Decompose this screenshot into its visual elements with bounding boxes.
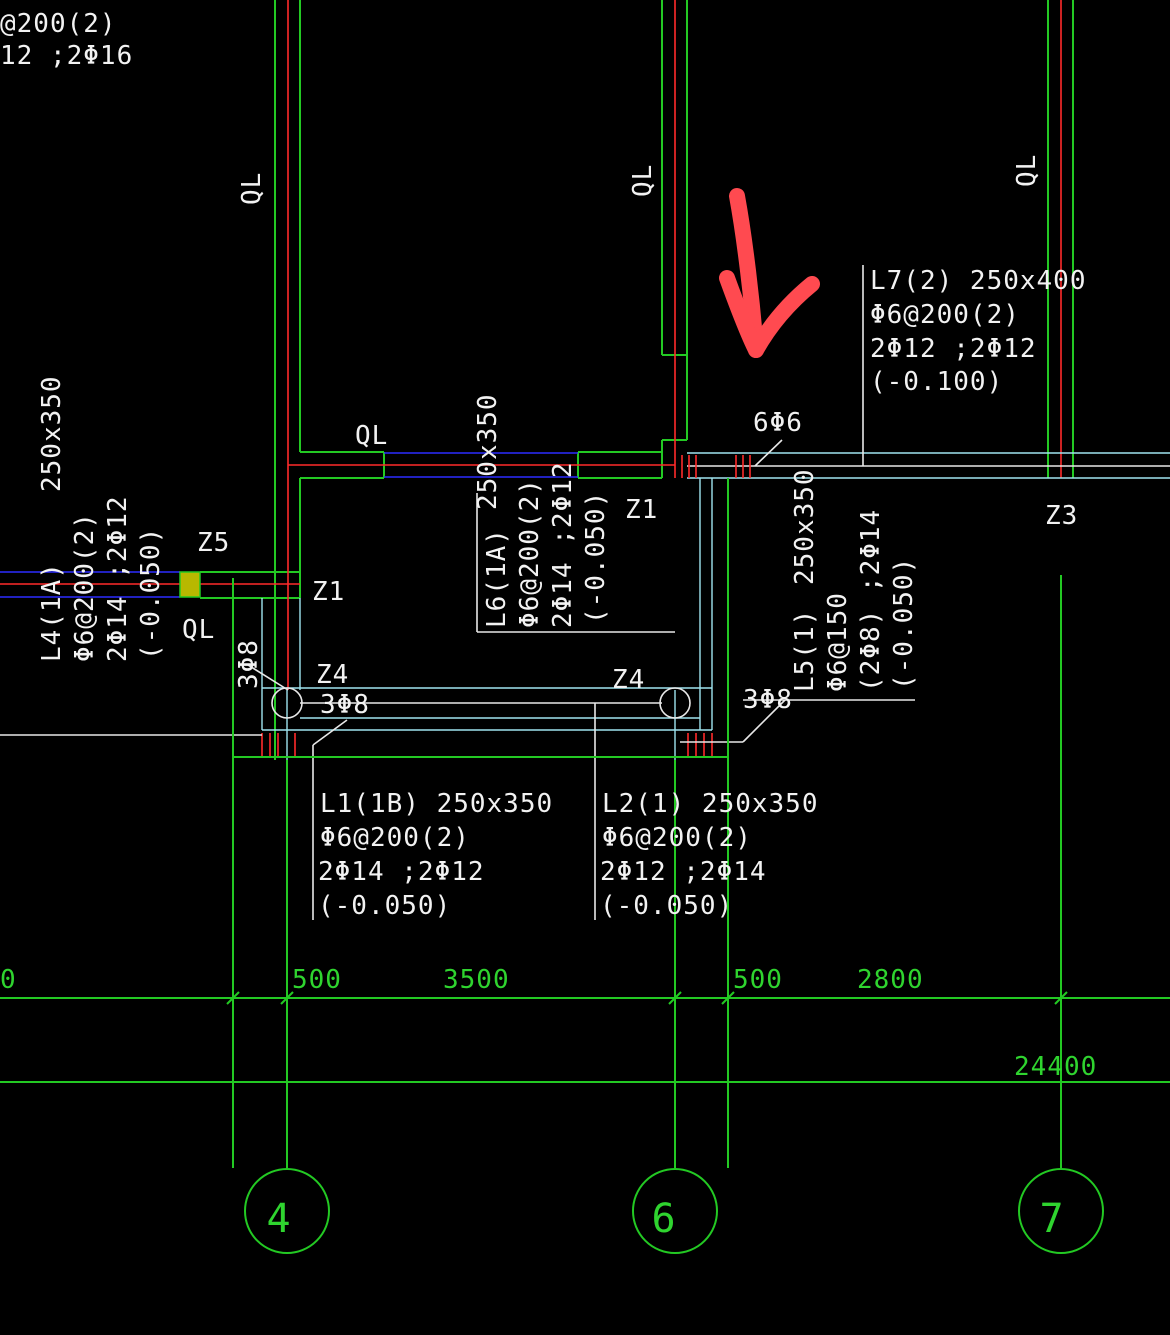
wall-red-lines <box>0 0 1062 690</box>
beam-l5-size: 250x350 <box>790 468 820 585</box>
column-label-z1-left: Z1 <box>312 577 345 607</box>
rebar-ticks <box>261 455 751 757</box>
column-label-z5: Z5 <box>197 528 230 558</box>
wall-label-ql-1: QL <box>237 172 267 205</box>
beam-l1-stirrup: Φ6@200(2) <box>320 823 470 853</box>
beam-l2-stirrup: Φ6@200(2) <box>602 823 752 853</box>
rebar-note-3phi8-right: 3Φ8 <box>743 685 793 715</box>
beam-l4-annotation: 250x350 L4(1A) Φ6@200(2) 2Φ14 ;2Φ12 (-0.… <box>37 375 166 662</box>
beam-blue-lines <box>0 452 578 598</box>
red-arrow-annotation <box>719 188 820 358</box>
beam-l4-size: 250x350 <box>37 375 67 492</box>
beam-l1-annotation: L1(1B) 250x350 Φ6@200(2) 2Φ14 ;2Φ12 (-0.… <box>318 789 553 921</box>
beam-l1-elevation: (-0.050) <box>318 891 451 921</box>
beam-l7-bars: 2Φ12 ;2Φ12 <box>870 334 1037 364</box>
beam-l2-annotation: L2(1) 250x350 Φ6@200(2) 2Φ12 ;2Φ14 (-0.0… <box>600 789 819 921</box>
axis-lines <box>0 478 1170 1168</box>
dim-500-left: 500 <box>292 965 342 995</box>
beam-l4-elevation: (-0.050) <box>136 527 166 660</box>
axis-label-7: 7 <box>1039 1196 1064 1242</box>
leader-lines <box>0 265 915 920</box>
column-label-z1-top: Z1 <box>625 495 658 525</box>
beam-l7-name: L7(2) 250x400 <box>870 266 1087 296</box>
rebar-note-3phi8-left: 3Φ8 <box>234 639 264 689</box>
beam-l6-bars: 2Φ14 ;2Φ12 <box>548 461 578 628</box>
beam-l2-elevation: (-0.050) <box>600 891 733 921</box>
beam-l7-annotation: L7(2) 250x400 Φ6@200(2) 2Φ12 ;2Φ12 (-0.1… <box>870 266 1087 397</box>
beam-l5-elevation: (-0.050) <box>889 557 919 690</box>
top-left-note-line2: 12 ;2Φ16 <box>0 41 133 71</box>
column-z4-left-circle <box>271 687 303 719</box>
beam-l4-bars: 2Φ14 ;2Φ12 <box>103 495 133 662</box>
axis-bubble-4: 4 <box>244 1168 330 1254</box>
beam-l6-size: 250x350 <box>473 393 503 510</box>
beam-l2-name: L2(1) 250x350 <box>602 789 819 819</box>
axis-label-6: 6 <box>651 1196 676 1242</box>
rebar-note-3phi8-mid: 3Φ8 <box>320 690 370 720</box>
beam-outlines <box>261 452 1170 760</box>
dim-partial: 0 <box>0 965 17 995</box>
beam-l6-elevation: (-0.050) <box>581 491 611 624</box>
axis-label-4: 4 <box>266 1196 291 1242</box>
axis-bubble-7: 7 <box>1018 1168 1104 1254</box>
beam-l5-stirrup: Φ6@150 <box>823 592 853 692</box>
wall-label-ql-5: QL <box>182 615 215 645</box>
beam-l4-name: L4(1A) <box>37 562 67 662</box>
beam-l2-bars: 2Φ12 ;2Φ14 <box>600 857 767 887</box>
rebar-note-6phi6: 6Φ6 <box>753 408 803 438</box>
beam-l1-bars: 2Φ14 ;2Φ12 <box>318 857 485 887</box>
wall-label-ql-3: QL <box>1012 154 1042 187</box>
dim-500-right: 500 <box>733 965 783 995</box>
column-label-z3: Z3 <box>1045 501 1078 531</box>
beam-l1-name: L1(1B) 250x350 <box>320 789 553 819</box>
beam-l5-annotation: 250x350 L5(1) Φ6@150 (2Φ8) ;2Φ14 (-0.050… <box>790 468 919 692</box>
beam-l5-bars: (2Φ8) ;2Φ14 <box>856 509 886 692</box>
axis-bubble-6: 6 <box>632 1168 718 1254</box>
column-z5-block <box>179 571 201 598</box>
beam-l4-stirrup: Φ6@200(2) <box>70 512 100 662</box>
top-left-note-line1: @200(2) <box>0 9 117 39</box>
dim-3500: 3500 <box>443 965 510 995</box>
beam-l7-elevation: (-0.100) <box>870 367 1003 397</box>
beam-l6-stirrup: Φ6@200(2) <box>515 478 545 628</box>
column-z4-right-circle <box>659 687 691 719</box>
beam-l6-name: L6(1A) <box>482 528 512 628</box>
column-label-z4-left: Z4 <box>316 660 349 690</box>
wall-label-ql-2: QL <box>628 164 658 197</box>
beam-l7-stirrup: Φ6@200(2) <box>870 300 1020 330</box>
beam-l5-name: L5(1) <box>790 609 820 692</box>
wall-label-ql-4: QL <box>355 421 388 451</box>
dim-total-24400: 24400 <box>1014 1052 1097 1082</box>
beam-l6-annotation: 250x350 L6(1A) Φ6@200(2) 2Φ14 ;2Φ12 (-0.… <box>473 393 611 628</box>
column-label-z4-right: Z4 <box>612 665 645 695</box>
dim-2800: 2800 <box>857 965 924 995</box>
